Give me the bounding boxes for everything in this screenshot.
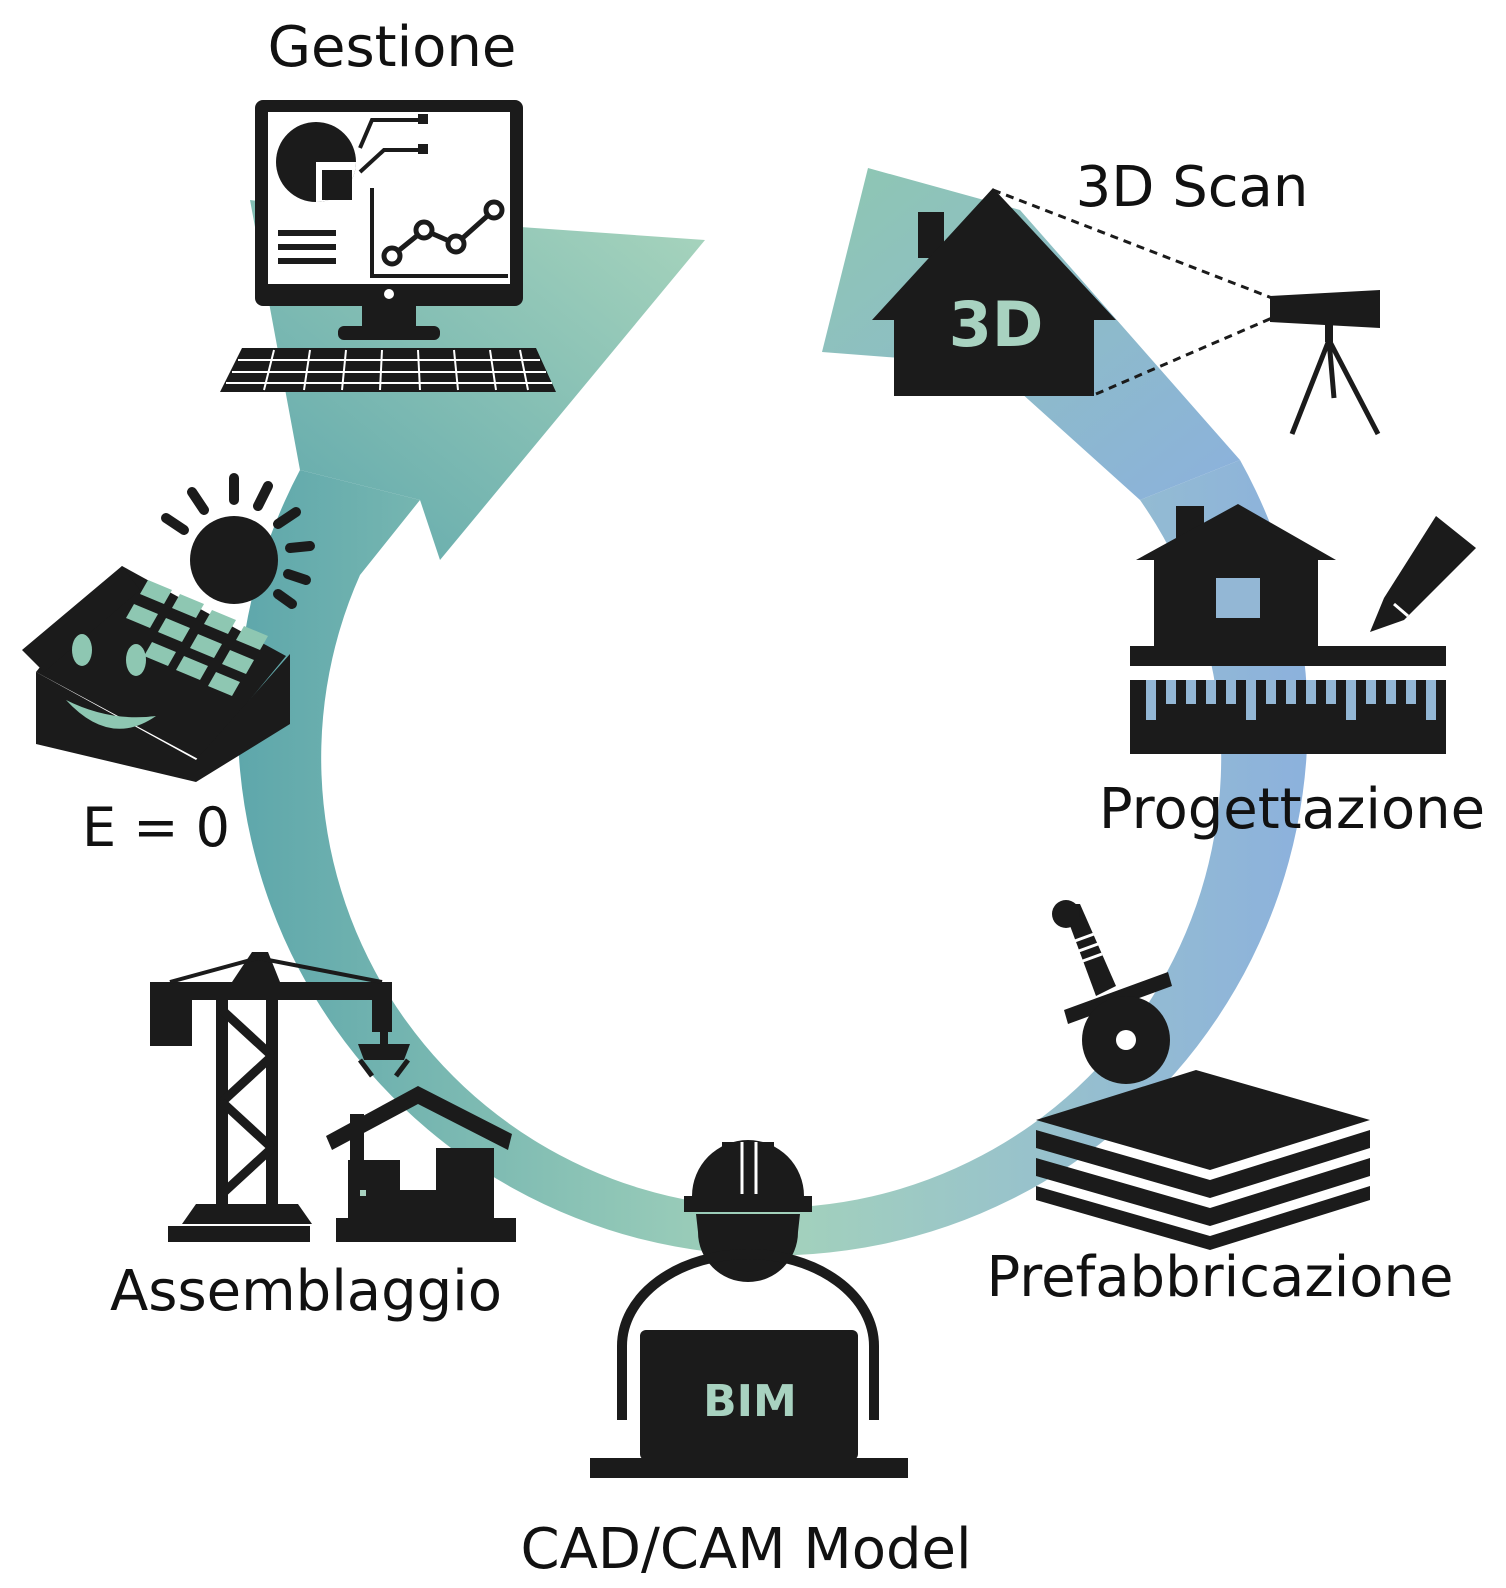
- worker-laptop-icon: [590, 1140, 908, 1478]
- house-3d-scan-icon: [872, 188, 1381, 436]
- computer-dashboard-icon: [220, 100, 556, 392]
- stage-label-cad-cam-model: CAD/CAM Model: [520, 1517, 971, 1582]
- saw-panels-icon: [1036, 900, 1370, 1250]
- house-ruler-pencil-icon: [1130, 504, 1476, 754]
- crane-house-icon: [150, 952, 516, 1242]
- stage-label-3d-scan: 3D Scan: [1076, 155, 1309, 220]
- stage-label-energia: E = 0: [82, 796, 230, 859]
- stage-label-progettazione: Progettazione: [1099, 777, 1485, 842]
- laptop-bim-text: BIM: [703, 1376, 797, 1427]
- stage-label-prefabbricazione: Prefabbricazione: [986, 1245, 1453, 1310]
- stage-label-assemblaggio: Assemblaggio: [110, 1259, 502, 1324]
- scan-house-icon-text: 3D: [949, 288, 1044, 361]
- solar-house-icon: [22, 473, 315, 782]
- stage-label-gestione: Gestione: [268, 15, 517, 80]
